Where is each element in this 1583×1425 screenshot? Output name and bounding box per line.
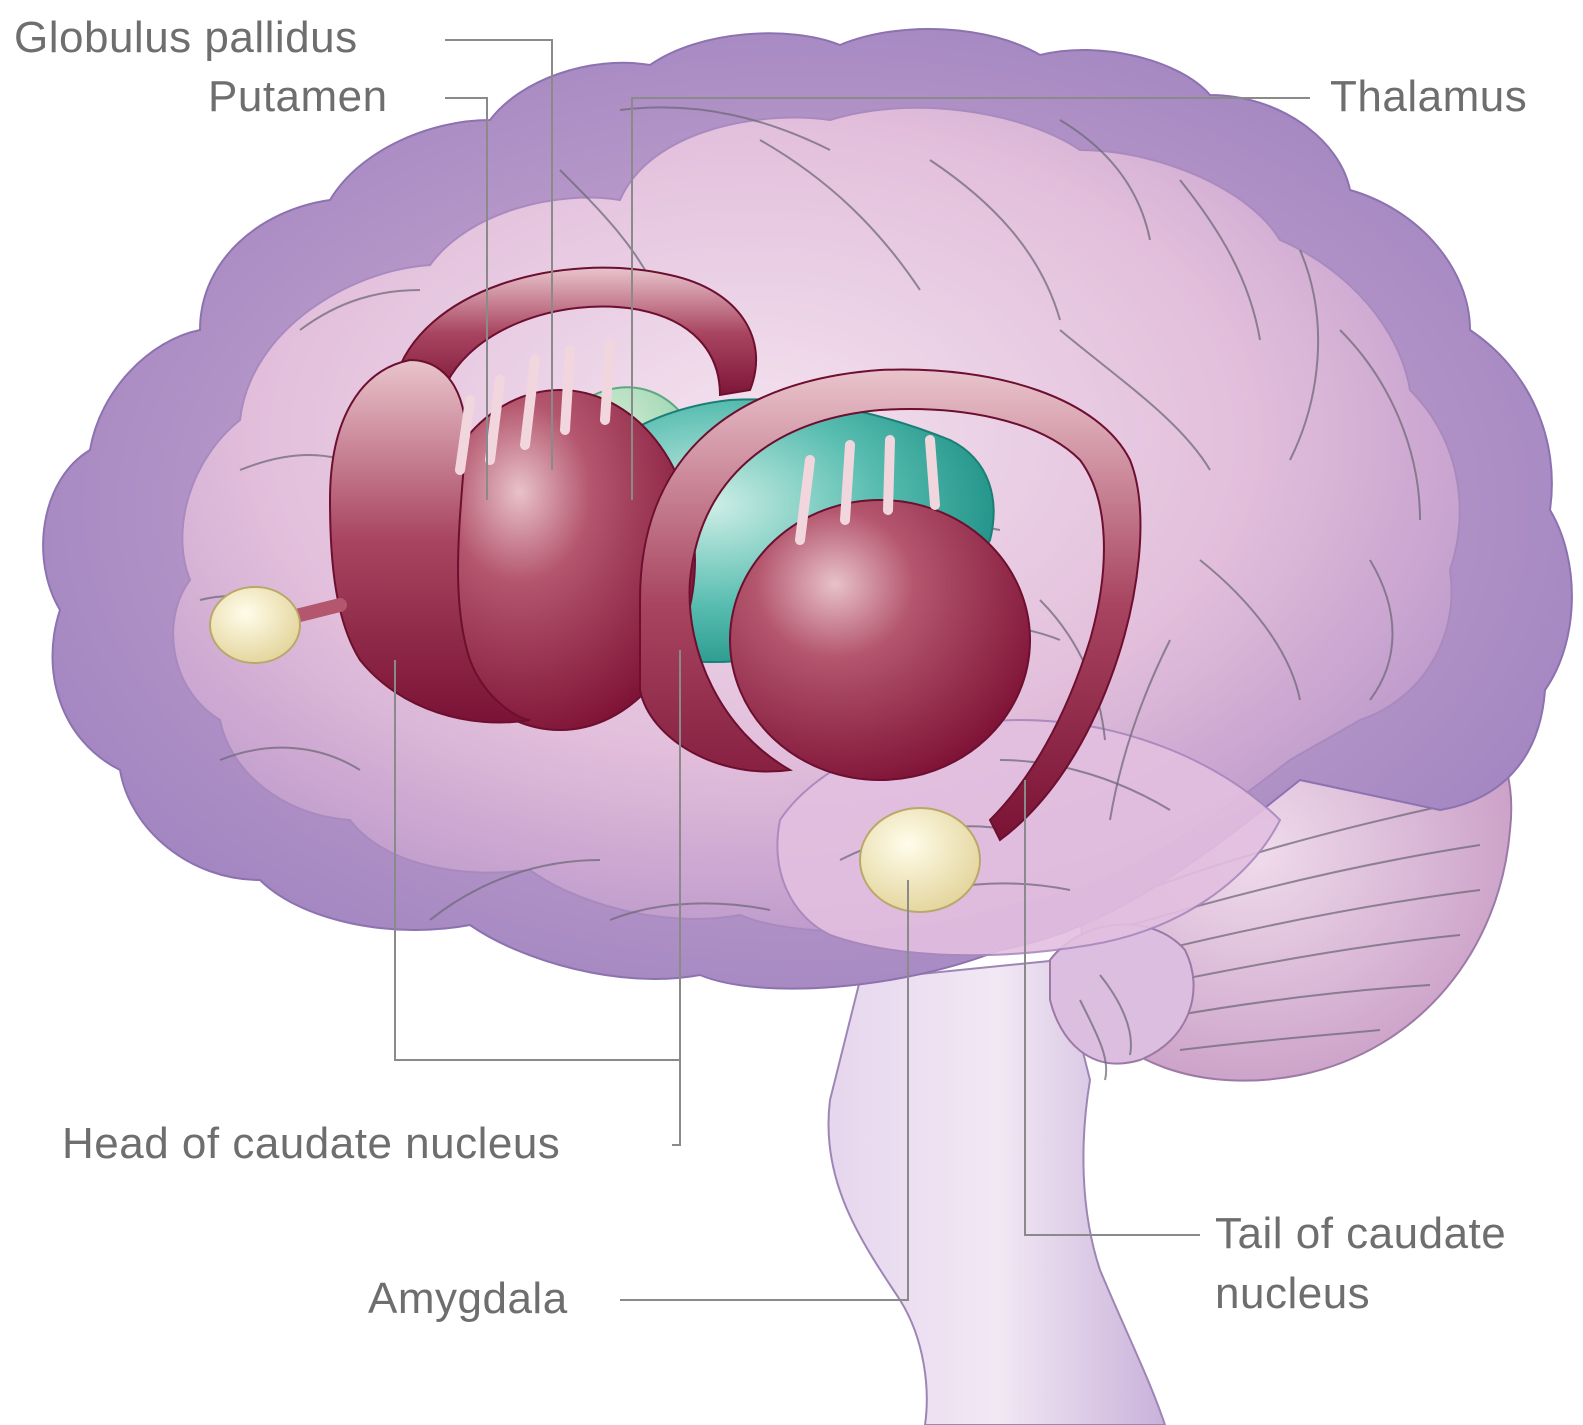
label-tail-caudate-line2: nucleus [1215,1272,1370,1316]
label-amygdala: Amygdala [368,1277,568,1321]
label-tail-caudate-line1: Tail of caudate [1215,1212,1506,1256]
label-putamen: Putamen [208,75,388,119]
brainstem [828,925,1193,1425]
amygdala-shape [860,808,980,912]
label-thalamus: Thalamus [1330,75,1527,119]
label-head-caudate-nucleus: Head of caudate nucleus [62,1122,560,1166]
label-globulus-pallidus: Globulus pallidus [14,16,358,60]
leader-head-caudate-tick [672,1060,680,1145]
